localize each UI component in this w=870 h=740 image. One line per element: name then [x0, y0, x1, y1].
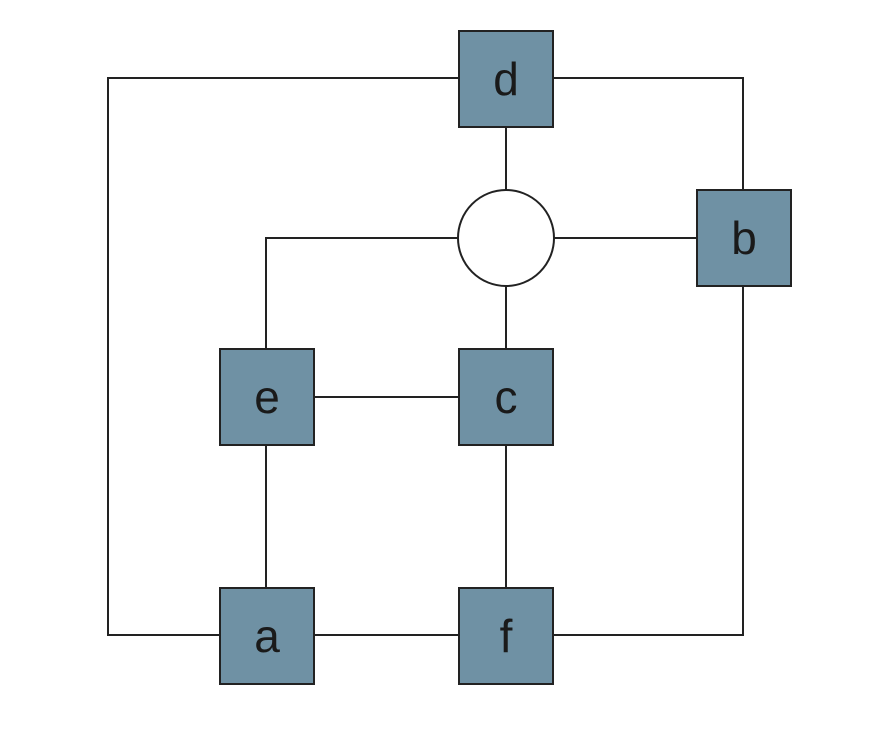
node-box	[458, 348, 554, 446]
node-label: e	[254, 371, 280, 423]
edge-d-b	[553, 77, 744, 190]
node-label: b	[731, 212, 757, 264]
edge-b-f	[553, 286, 744, 636]
node-box	[219, 348, 315, 446]
node-c: c	[458, 348, 554, 446]
node-box	[458, 30, 554, 128]
node-label: a	[254, 610, 280, 662]
node-f: f	[458, 587, 554, 685]
node-e: e	[219, 348, 315, 446]
node-box	[458, 587, 554, 685]
node-b: b	[696, 189, 792, 287]
node-a: a	[219, 587, 315, 685]
node-box	[219, 587, 315, 685]
node-box	[696, 189, 792, 287]
node-label: c	[495, 371, 518, 423]
hub-node	[457, 189, 555, 287]
edge-hub-e	[265, 237, 458, 349]
node-label: d	[493, 53, 519, 105]
node-label: f	[500, 610, 513, 662]
edge-d-a	[107, 77, 459, 636]
node-d: d	[458, 30, 554, 128]
